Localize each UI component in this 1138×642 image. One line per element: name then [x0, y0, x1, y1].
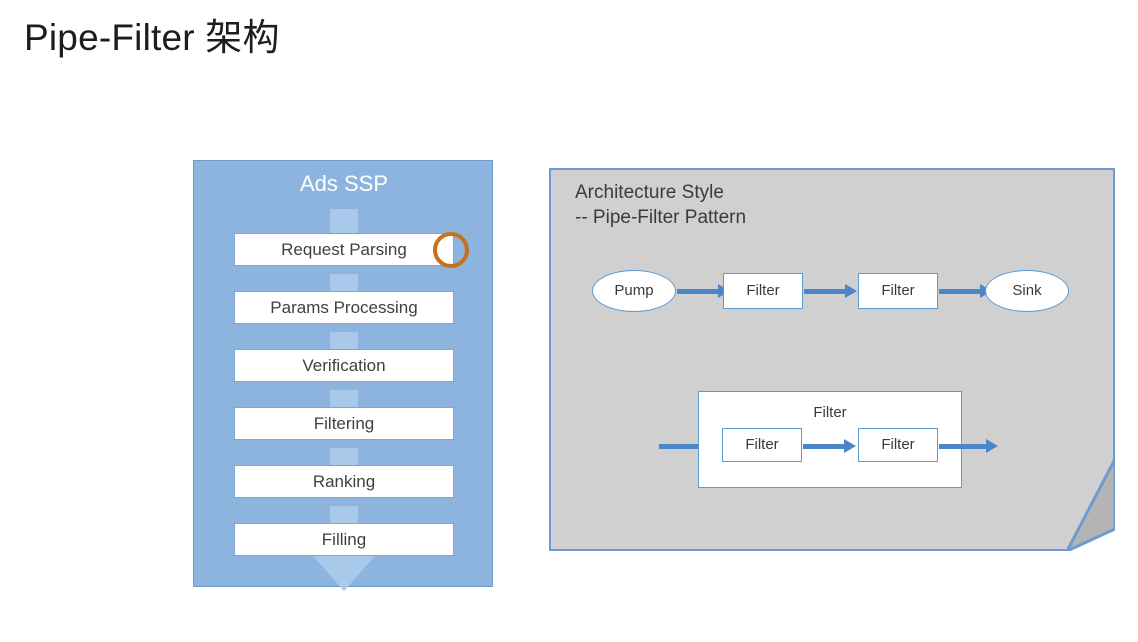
- node-label: Filter: [745, 436, 779, 453]
- pipeline-panel-title: Ads SSP: [299, 171, 389, 196]
- pipeline-stage-params-processing[interactable]: Params Processing: [234, 291, 454, 324]
- pattern-panel-heading: Architecture Style -- Pipe-Filter Patter…: [575, 182, 747, 228]
- node-filter-2[interactable]: Filter: [858, 273, 938, 309]
- stage-label: Request Parsing: [281, 239, 407, 259]
- arrow-composite-output: [939, 439, 998, 453]
- arrow-inner-filter-1-to-2: [803, 439, 856, 453]
- node-label: Filter: [881, 282, 915, 299]
- stage-label: Verification: [302, 355, 386, 375]
- pipeline-output-arrow-icon: [313, 556, 375, 591]
- stage-label: Filtering: [313, 413, 375, 433]
- page-title: Pipe-Filter 架构: [24, 17, 280, 58]
- node-label: Filter: [881, 436, 915, 453]
- stage-label: Filling: [321, 529, 367, 549]
- arrow-pump-to-filter-1: [677, 284, 730, 298]
- arrow-filter-2-to-sink: [939, 284, 992, 298]
- pipeline-stage-verification[interactable]: Verification: [234, 349, 454, 382]
- node-label: Filter: [746, 282, 780, 299]
- node-label: Pump: [614, 282, 654, 299]
- pipeline-stage-request-parsing[interactable]: Request Parsing: [234, 233, 454, 266]
- node-inner-filter-2[interactable]: Filter: [858, 428, 938, 462]
- node-inner-filter-1[interactable]: Filter: [722, 428, 802, 462]
- pipeline-stage-filling[interactable]: Filling: [234, 523, 454, 556]
- node-filter-1[interactable]: Filter: [723, 273, 803, 309]
- pipeline-stage-filtering[interactable]: Filtering: [234, 407, 454, 440]
- node-label: Sink: [1012, 282, 1042, 299]
- pipeline-panel: Ads SSP Request Parsing Params Processin…: [193, 160, 493, 591]
- node-pump[interactable]: Pump: [592, 270, 676, 312]
- pattern-panel: Architecture Style -- Pipe-Filter Patter…: [549, 168, 1115, 551]
- arrow-filter-1-to-filter-2: [804, 284, 857, 298]
- highlight-circle-annotation: [433, 232, 469, 268]
- stage-label: Params Processing: [270, 297, 418, 317]
- stage-label: Ranking: [312, 471, 376, 491]
- node-sink[interactable]: Sink: [985, 270, 1069, 312]
- composite-filter-label: Filter: [813, 404, 847, 421]
- folded-corner-icon: [1067, 459, 1115, 551]
- pipeline-stage-ranking[interactable]: Ranking: [234, 465, 454, 498]
